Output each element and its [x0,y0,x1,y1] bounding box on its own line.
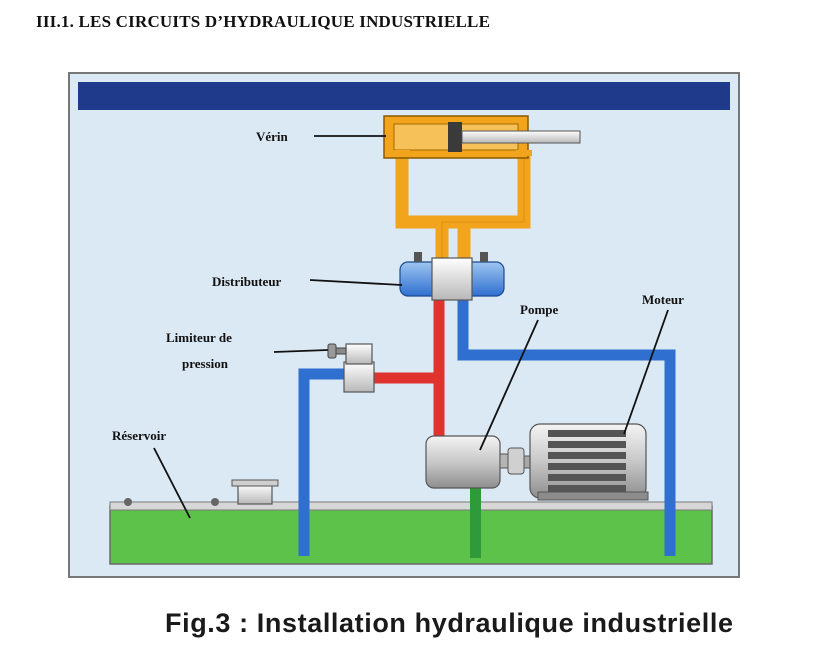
pump [425,435,525,489]
label-moteur: Moteur [642,292,684,307]
cylinder-rod-side-line [435,152,531,268]
filler-cap [237,483,273,505]
leader-line-distributeur [309,279,403,286]
suction-line [470,484,481,558]
motor-base [537,491,649,501]
coupling [507,447,525,475]
label-pompe: Pompe [520,302,559,317]
label-limiteur-line1: Limiteur de [166,330,232,345]
leader-line-limiteur [273,349,329,353]
label-limiteur-line2: pression [182,356,229,371]
reservoir-bolt [124,498,132,506]
pressure-relief-valve [327,343,375,393]
hydraulic-diagram: Vérin Distributeur Limiteur de pression … [66,70,742,580]
label-verin: Vérin [256,129,289,144]
label-distributeur: Distributeur [212,274,282,289]
reservoir [109,479,713,565]
cylinder-head-side-line [395,152,471,268]
piston-rod [461,130,581,144]
hydraulic-diagram-figure: Vérin Distributeur Limiteur de pression … [66,70,742,580]
motor-cooling-fins [548,430,626,492]
leader-line-moteur [623,309,669,435]
hydraulic-cylinder [383,115,581,159]
leader-line-reservoir [153,447,191,519]
distributor-return-line [457,297,676,556]
piston [448,122,462,152]
relief-return-line [298,368,351,556]
reservoir-bolt [211,498,219,506]
panel-title-bar [78,82,730,110]
figure-caption: Fig.3 : Installation hydraulique industr… [165,608,734,638]
leader-line-pompe [479,319,539,451]
distributor-valve [399,252,505,301]
section-heading: III.1. LES CIRCUITS D’HYDRAULIQUE INDUST… [36,12,491,31]
label-reservoir: Réservoir [112,428,166,443]
electric-motor [523,423,649,501]
